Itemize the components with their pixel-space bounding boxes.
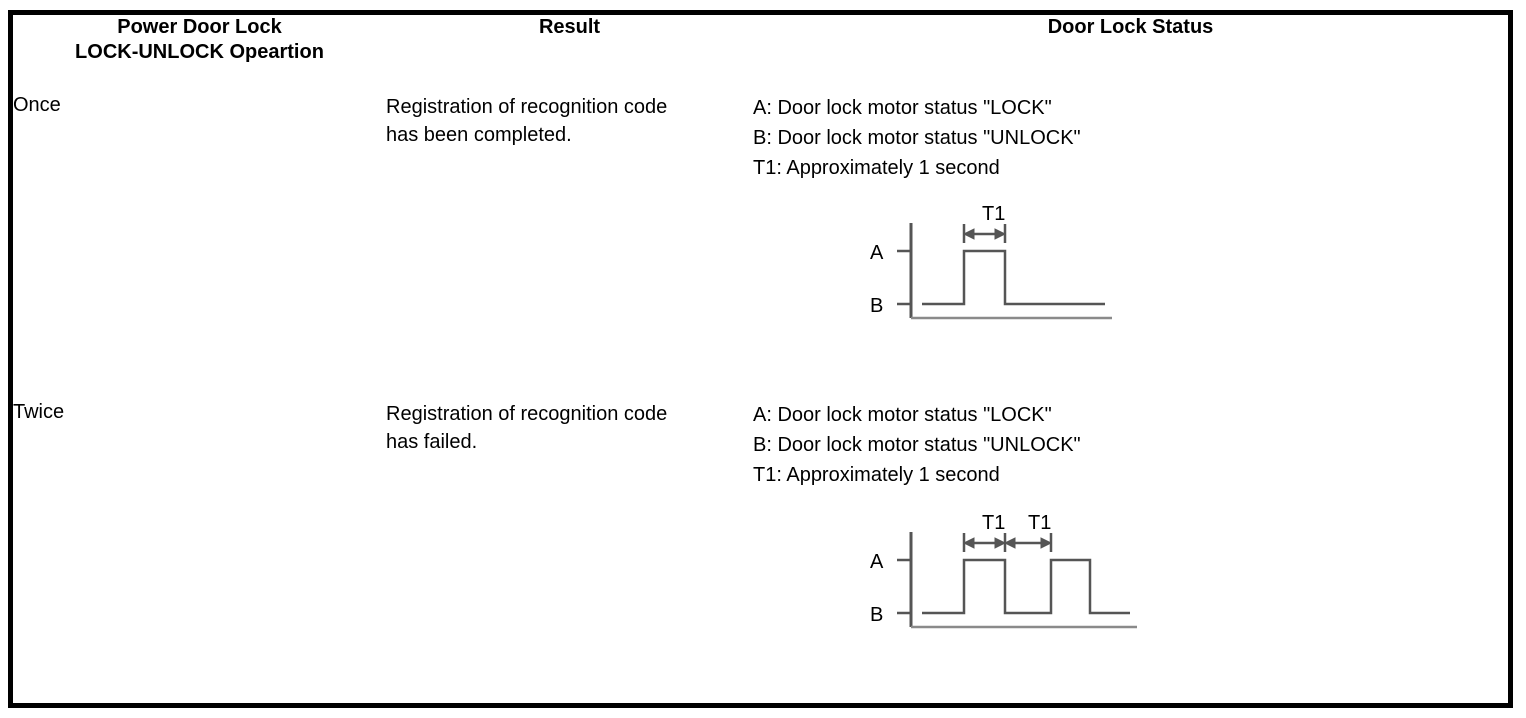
legend-line-b: B: Door lock motor status "UNLOCK"	[753, 127, 1081, 149]
cell-status-once: A: Door lock motor status "LOCK" B: Door…	[753, 93, 1508, 400]
axis-label-a: A	[870, 551, 884, 573]
status-legend: A: Door lock motor status "LOCK" B: Door…	[753, 400, 1508, 490]
t1-measure-arrow	[962, 224, 1007, 243]
header-cell-result: Result	[386, 15, 753, 93]
header-cell-status: Door Lock Status	[753, 15, 1508, 93]
cell-result-once: Registration of recognition code has bee…	[386, 93, 753, 400]
cell-operation-twice: Twice	[13, 400, 386, 703]
cell-status-twice: A: Door lock motor status "LOCK" B: Door…	[753, 400, 1508, 703]
result-line-1: Registration of recognition code	[386, 403, 668, 425]
header-result-label: Result	[538, 16, 601, 38]
legend-line-t1: T1: Approximately 1 second	[753, 464, 1000, 486]
cell-operation-once: Once	[13, 93, 386, 400]
t1-measure-arrows	[962, 533, 1053, 552]
result-line-2: has failed.	[386, 431, 478, 453]
waveform-diagram-single-pulse: T1	[865, 193, 1165, 343]
table-header-row: Power Door Lock LOCK-UNLOCK Opeartion Re…	[13, 15, 1508, 93]
interval-label-t1: T1	[982, 203, 1005, 225]
axis-label-a: A	[870, 242, 884, 264]
result-line-1: Registration of recognition code	[386, 96, 668, 118]
interval-label-t1-first: T1	[982, 512, 1005, 534]
operation-label: Once	[13, 94, 61, 116]
interval-label-t1-second: T1	[1028, 512, 1051, 534]
result-line-2: has been completed.	[386, 124, 572, 146]
legend-line-b: B: Door lock motor status "UNLOCK"	[753, 434, 1081, 456]
status-legend: A: Door lock motor status "LOCK" B: Door…	[753, 93, 1508, 183]
cell-result-twice: Registration of recognition code has fai…	[386, 400, 753, 703]
operation-label: Twice	[13, 401, 65, 423]
waveform-diagram-double-pulse: T1 T1	[865, 502, 1165, 652]
table-row: Once Registration of recognition code ha…	[13, 93, 1508, 400]
signal-trace	[922, 249, 1105, 306]
header-operation-line-1: Power Door Lock	[117, 16, 282, 38]
door-lock-status-table: Power Door Lock LOCK-UNLOCK Opeartion Re…	[8, 10, 1513, 708]
axis-label-b: B	[870, 295, 883, 317]
axis-label-b: B	[870, 604, 883, 626]
header-operation-line-2: LOCK-UNLOCK Opeartion	[75, 41, 324, 63]
waveform-svg: T1	[870, 203, 1112, 320]
legend-line-a: A: Door lock motor status "LOCK"	[753, 404, 1052, 426]
legend-line-t1: T1: Approximately 1 second	[753, 157, 1000, 179]
waveform-svg: T1 T1	[870, 512, 1137, 629]
header-status-label: Door Lock Status	[1047, 16, 1214, 38]
header-cell-operation: Power Door Lock LOCK-UNLOCK Opeartion	[13, 15, 386, 93]
legend-line-a: A: Door lock motor status "LOCK"	[753, 97, 1052, 119]
signal-trace	[922, 558, 1130, 615]
table-row: Twice Registration of recognition code h…	[13, 400, 1508, 703]
